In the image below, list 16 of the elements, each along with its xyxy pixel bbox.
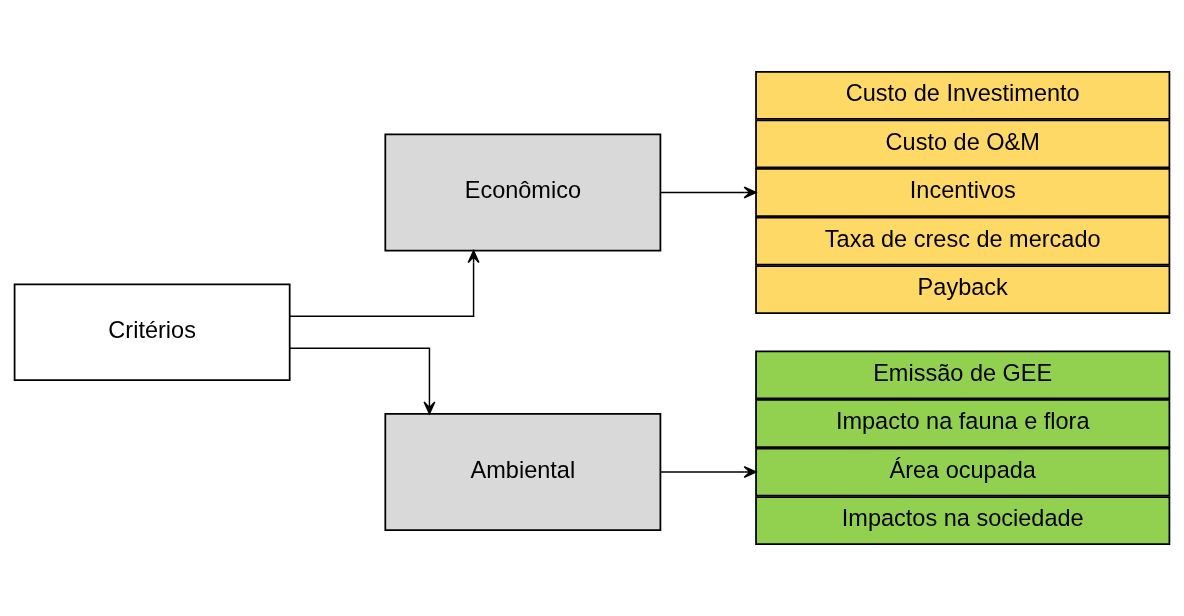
- arrow: [660, 466, 757, 479]
- node-box: Taxa de cresc de mercado: [755, 216, 1171, 266]
- node-box: Custo de O&M: [755, 119, 1171, 169]
- node-box: Incentivos: [755, 168, 1171, 217]
- node-box: Impacto na fauna e flora: [755, 399, 1171, 448]
- node-box: Critérios: [13, 283, 291, 381]
- node-box: Payback: [755, 265, 1171, 315]
- arrow: [289, 250, 480, 318]
- arrow: [289, 347, 436, 415]
- node-box: Área ocupada: [755, 447, 1171, 497]
- arrow: [660, 186, 757, 199]
- node-box: Impactos na sociedade: [755, 496, 1171, 545]
- node-box: Ambiental: [384, 413, 662, 532]
- node-box: Econômico: [384, 133, 662, 252]
- node-box: Emissão de GEE: [755, 350, 1171, 400]
- node-box: Custo de Investimento: [755, 71, 1171, 120]
